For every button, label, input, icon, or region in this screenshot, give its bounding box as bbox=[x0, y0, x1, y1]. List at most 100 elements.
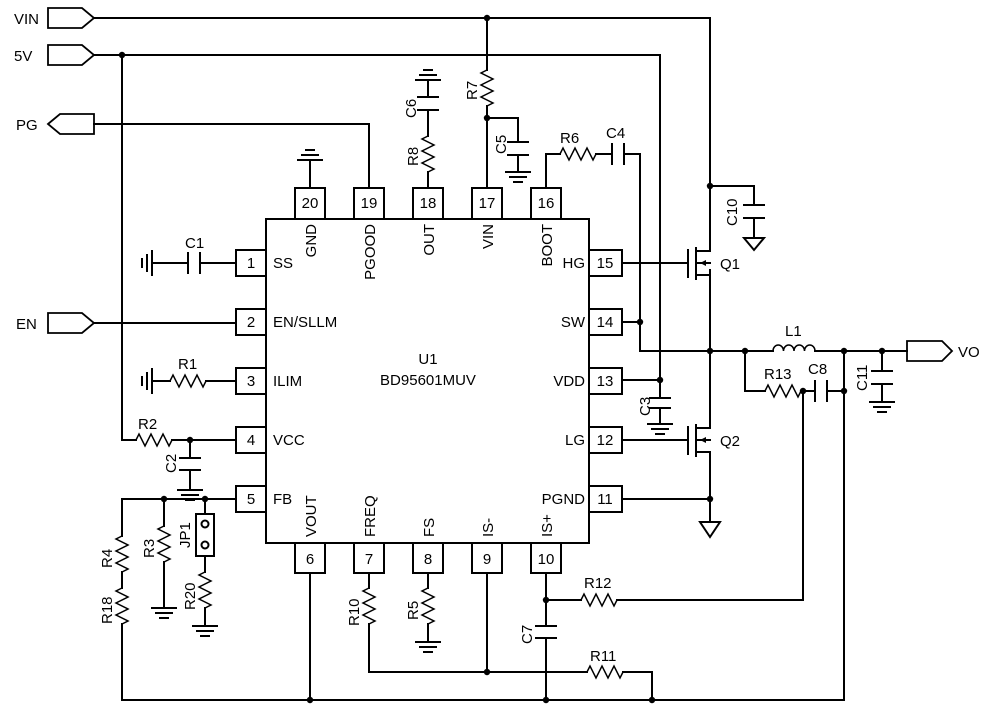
svg-text:13: 13 bbox=[597, 373, 614, 390]
resistor-r4: R4 bbox=[99, 535, 129, 573]
svg-text:JP1: JP1 bbox=[177, 522, 194, 548]
resistor-r7: R7 bbox=[464, 69, 494, 107]
capacitor-c4: C4 bbox=[606, 125, 625, 165]
svg-text:IS-: IS- bbox=[480, 518, 497, 537]
svg-text:14: 14 bbox=[597, 314, 614, 331]
mosfet-q2: Q2 bbox=[687, 424, 740, 457]
svg-text:15: 15 bbox=[597, 255, 614, 272]
resistor-r5: R5 bbox=[405, 587, 435, 625]
svg-text:PGND: PGND bbox=[542, 491, 586, 508]
svg-text:C2: C2 bbox=[163, 454, 180, 473]
svg-text:R7: R7 bbox=[464, 81, 481, 100]
svg-text:EN/SLLM: EN/SLLM bbox=[273, 314, 337, 331]
svg-text:R4: R4 bbox=[99, 549, 116, 568]
svg-text:16: 16 bbox=[538, 195, 555, 212]
svg-text:8: 8 bbox=[424, 551, 432, 568]
ic-body bbox=[265, 218, 590, 544]
svg-text:R3: R3 bbox=[141, 539, 158, 558]
svg-text:7: 7 bbox=[365, 551, 373, 568]
port-vo: VO bbox=[906, 340, 980, 362]
resistor-r1: R1 bbox=[169, 356, 207, 388]
svg-text:R11: R11 bbox=[590, 648, 616, 665]
svg-text:VDD: VDD bbox=[553, 373, 585, 390]
capacitor-c6: C6 bbox=[403, 96, 439, 118]
svg-text:R12: R12 bbox=[584, 575, 612, 592]
resistor-r13: R13 bbox=[764, 366, 802, 398]
svg-text:GND: GND bbox=[303, 224, 320, 258]
ground-pin20 bbox=[297, 149, 323, 161]
svg-text:C4: C4 bbox=[606, 125, 625, 142]
port-pg: PG bbox=[16, 113, 95, 135]
port-en: EN bbox=[16, 312, 96, 334]
svg-text:OUT: OUT bbox=[421, 224, 438, 256]
resistor-r6: R6 bbox=[559, 130, 597, 161]
resistor-r18: R18 bbox=[99, 587, 129, 625]
ground-c2 bbox=[177, 489, 203, 501]
resistor-r2: R2 bbox=[135, 416, 173, 447]
svg-text:IS+: IS+ bbox=[539, 514, 556, 537]
capacitor-c2: C2 bbox=[163, 454, 201, 473]
jumper-jp1: JP1 bbox=[177, 513, 215, 557]
svg-text:12: 12 bbox=[597, 432, 614, 449]
svg-text:Q1: Q1 bbox=[720, 256, 740, 273]
wires bbox=[93, 17, 908, 701]
svg-text:C7: C7 bbox=[519, 625, 536, 644]
svg-text:17: 17 bbox=[479, 195, 496, 212]
svg-text:C8: C8 bbox=[808, 361, 827, 378]
svg-text:LG: LG bbox=[565, 432, 585, 449]
ground-r20 bbox=[192, 625, 218, 637]
svg-text:VIN: VIN bbox=[480, 224, 497, 249]
svg-text:R6: R6 bbox=[560, 130, 579, 147]
svg-text:11: 11 bbox=[597, 491, 613, 508]
ground-c6 bbox=[415, 69, 441, 81]
resistor-r20: R20 bbox=[182, 571, 212, 610]
port-vin: VIN bbox=[14, 7, 96, 29]
svg-text:PG: PG bbox=[16, 117, 38, 134]
capacitor-c11: C11 bbox=[854, 365, 893, 391]
svg-text:BOOT: BOOT bbox=[539, 224, 556, 267]
svg-text:R18: R18 bbox=[99, 596, 116, 624]
svg-text:R10: R10 bbox=[346, 598, 363, 626]
capacitor-c5: C5 bbox=[493, 135, 529, 156]
svg-text:VO: VO bbox=[958, 344, 980, 361]
ic-part: BD95601MUV bbox=[380, 372, 476, 389]
resistor-r8: R8 bbox=[405, 135, 435, 173]
resistor-r10: R10 bbox=[346, 587, 376, 626]
capacitor-c10: C10 bbox=[724, 198, 765, 226]
ic-ref: U1 bbox=[418, 351, 437, 368]
port-5v: 5V bbox=[14, 44, 96, 66]
svg-text:18: 18 bbox=[420, 195, 437, 212]
ground-c11 bbox=[869, 401, 895, 413]
svg-text:3: 3 bbox=[247, 373, 255, 390]
svg-text:C3: C3 bbox=[637, 397, 654, 416]
svg-text:4: 4 bbox=[247, 432, 255, 449]
ground-r1 bbox=[141, 368, 153, 394]
capacitor-c8: C8 bbox=[808, 361, 828, 402]
svg-text:L1: L1 bbox=[785, 323, 802, 340]
ground-c10 bbox=[741, 237, 767, 252]
resistor-r12: R12 bbox=[580, 575, 618, 607]
svg-text:R13: R13 bbox=[764, 366, 792, 383]
svg-text:2: 2 bbox=[247, 314, 255, 331]
resistor-r11: R11 bbox=[586, 648, 624, 679]
ground-c5 bbox=[505, 171, 531, 183]
svg-text:VOUT: VOUT bbox=[303, 495, 320, 537]
svg-text:C6: C6 bbox=[403, 99, 420, 118]
capacitor-c3: C3 bbox=[637, 397, 671, 416]
ground-r3 bbox=[151, 607, 177, 619]
svg-text:R2: R2 bbox=[138, 416, 157, 433]
svg-text:EN: EN bbox=[16, 316, 37, 333]
svg-text:R8: R8 bbox=[405, 147, 422, 166]
svg-text:R20: R20 bbox=[182, 582, 199, 610]
ground-c1 bbox=[141, 250, 153, 276]
svg-text:C5: C5 bbox=[493, 135, 510, 154]
ground-c3 bbox=[647, 423, 673, 435]
svg-text:1: 1 bbox=[247, 255, 255, 272]
junctions bbox=[118, 14, 886, 704]
svg-text:Q2: Q2 bbox=[720, 433, 740, 450]
svg-text:SS: SS bbox=[273, 255, 293, 272]
capacitor-c1: C1 bbox=[185, 235, 204, 274]
resistor-r3: R3 bbox=[141, 525, 171, 563]
svg-text:5V: 5V bbox=[14, 48, 32, 65]
